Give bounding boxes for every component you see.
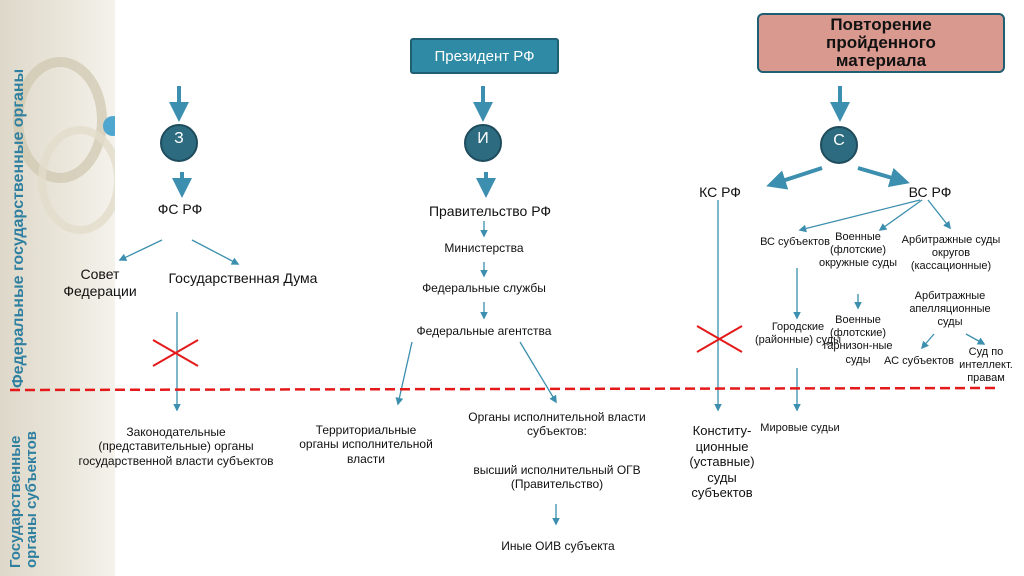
territorial-organs: Территориальные органы исполнительной вл… (299, 423, 433, 466)
city-courts: Городские (районные) суды (754, 321, 841, 347)
ip-court: Суд по интеллект. правам (959, 346, 1013, 385)
executive-circle: И (464, 124, 502, 162)
military-district-courts: Военные (флотские) окружные суды (818, 231, 898, 270)
judicial-circle: С (820, 126, 858, 164)
federal-regional-divider (9, 386, 1001, 392)
legislative-letter: З (174, 130, 184, 147)
judicial-letter: С (833, 132, 845, 149)
arbitration-appeal: Арбитражные апелляционные суды (909, 290, 991, 329)
review-box[interactable]: Повторение пройденного материала (757, 13, 1005, 73)
vs-subjects: ВС субъектов (760, 236, 830, 248)
council-federation: Совет Федерации (63, 266, 137, 299)
fs-rf: ФС РФ (157, 201, 203, 217)
sidebar-decoration (0, 0, 115, 576)
other-executive: Иные ОИВ субъекта (501, 539, 615, 553)
decorative-rings (13, 57, 115, 234)
blue-dot-icon (103, 116, 115, 136)
federal-services: Федеральные службы (422, 281, 546, 295)
ministries: Министерства (444, 241, 524, 255)
legislative-circle: З (160, 124, 198, 162)
military-garrison-courts: Военные (флотские) гарнизон-ные суды (823, 314, 893, 366)
executive-letter: И (477, 130, 489, 147)
cross-icon (152, 325, 743, 367)
state-duma: Государственная Дума (168, 270, 318, 286)
vs-rf: ВС РФ (908, 184, 952, 200)
magistrates: Мировые судьи (760, 422, 840, 434)
ks-rf: КС РФ (699, 184, 741, 200)
regional-executive-top: высший исполнительный ОГВ (Правительство… (473, 463, 641, 492)
as-subjects: АС субъектов (884, 355, 954, 367)
president-label: Президент РФ (434, 47, 535, 65)
review-label: Повторение пройденного материала (826, 15, 936, 70)
president-box: Президент РФ (410, 38, 559, 74)
regional-legislative: Законодательные (представительные) орган… (78, 425, 274, 468)
regional-executive-title: Органы исполнительной власти субъектов: (468, 410, 646, 439)
arbitration-cassation: Арбитражные суды округов (кассационные) (901, 234, 1001, 273)
federal-agencies: Федеральные агентства (416, 324, 552, 338)
constitutional-regional-courts: Конститу-ционные (уставные) суды субъект… (689, 423, 755, 501)
government-rf: Правительство РФ (428, 203, 552, 219)
